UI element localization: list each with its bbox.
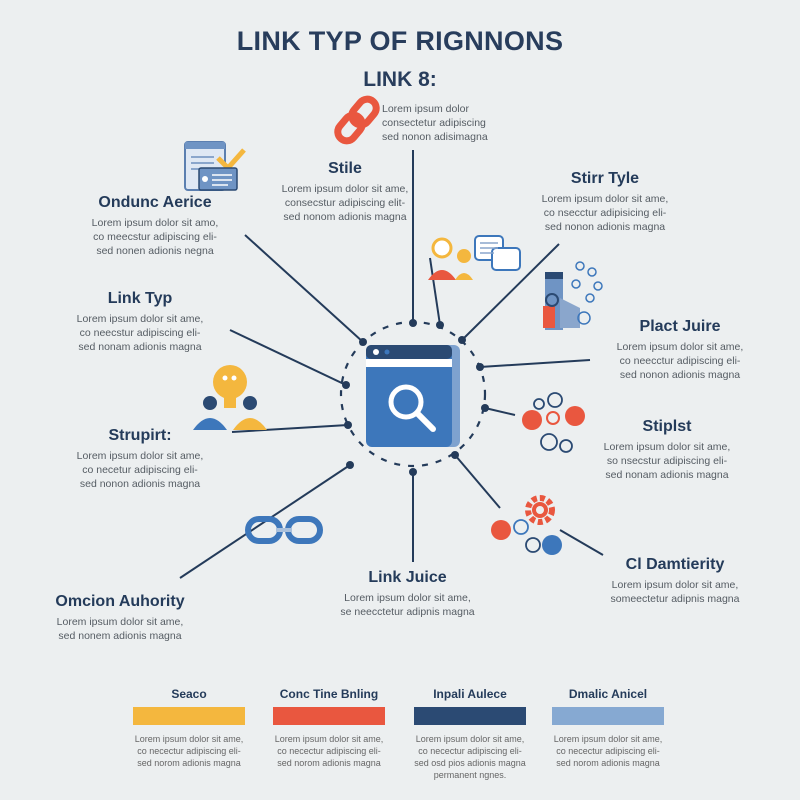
node-text: Lorem ipsum dolor sit ame, co nsecctur a… bbox=[541, 193, 669, 233]
node-link-typ: Link Typ Lorem ipsum dolor sit ame, co n… bbox=[55, 290, 225, 354]
legend-title: Conc Tine Bnling bbox=[279, 687, 379, 701]
molecule-icon bbox=[522, 392, 585, 453]
node-ondunc-aerice: Ondunc Aerice Lorem ipsum dolor sit amo,… bbox=[70, 194, 240, 258]
legend-item-inpali-aulece: Inpali Aulece Lorem ipsum dolor sit ame,… bbox=[414, 687, 526, 781]
legend-text: Lorem ipsum dolor sit ame, co necectur a… bbox=[553, 734, 663, 768]
legend-item-seaco: Seaco Lorem ipsum dolor sit ame, co nece… bbox=[133, 687, 245, 769]
legend-color-bar bbox=[552, 707, 664, 725]
document-check-icon bbox=[184, 141, 246, 191]
node-text: Lorem ipsum dolor sit ame, consecstur ad… bbox=[281, 183, 409, 223]
people-chat-icon bbox=[428, 235, 521, 280]
legend-color-bar bbox=[414, 707, 526, 725]
chain-link-blue-icon bbox=[245, 516, 323, 544]
legend-title: Inpali Aulece bbox=[433, 687, 507, 701]
node-text: Lorem ipsum dolor sit amo, co meecstur a… bbox=[91, 217, 219, 257]
node-top: Lorem ipsum dolor consectetur adipiscing… bbox=[382, 102, 502, 144]
node-title: Cl Damtierity bbox=[625, 556, 725, 573]
node-stir-tyle: Stirr Tyle Lorem ipsum dolor sit ame, co… bbox=[525, 170, 685, 234]
node-link-juice: Link Juice Lorem ipsum dolor sit ame, se… bbox=[330, 569, 485, 619]
idea-people-icon bbox=[193, 365, 267, 430]
page-subtitle: LINK 8: bbox=[363, 68, 437, 91]
legend-title: Dmalic Anicel bbox=[568, 687, 648, 701]
page-title: LINK TYP OF RIGNNONS bbox=[236, 26, 564, 56]
legend-text: Lorem ipsum dolor sit ame, co necectur a… bbox=[414, 734, 526, 780]
legend-item-conc-tine-bnling: Conc Tine Bnling Lorem ipsum dolor sit a… bbox=[273, 687, 385, 769]
node-text: Lorem ipsum dolor sit ame, someectetur a… bbox=[610, 579, 740, 605]
node-title: Strupirt: bbox=[108, 427, 172, 444]
node-stile: Stile Lorem ipsum dolor sit ame, consecs… bbox=[270, 160, 420, 224]
legend-text: Lorem ipsum dolor sit ame, co necectur a… bbox=[134, 734, 244, 768]
node-stiplst: Stiplst Lorem ipsum dolor sit ame, so ns… bbox=[582, 418, 752, 482]
legend-title: Seaco bbox=[171, 687, 207, 701]
node-text: Lorem ipsum dolor sit ame, so nsecstur a… bbox=[603, 441, 731, 481]
legend-color-bar bbox=[133, 707, 245, 725]
legend-item-dmalic-anicel: Dmalic Anicel Lorem ipsum dolor sit ame,… bbox=[552, 687, 664, 769]
node-title: Link Typ bbox=[107, 290, 173, 307]
node-cl-damtierity: Cl Damtierity Lorem ipsum dolor sit ame,… bbox=[600, 556, 750, 606]
node-text: Lorem ipsum dolor consectetur adipiscing… bbox=[382, 103, 488, 143]
node-title: Stile bbox=[328, 160, 362, 177]
node-text: Lorem ipsum dolor sit ame, co neecctur a… bbox=[616, 341, 744, 381]
node-title: Link Juice bbox=[368, 569, 447, 586]
browser-search-icon bbox=[366, 345, 460, 447]
node-text: Lorem ipsum dolor sit ame, co necetur ad… bbox=[76, 450, 204, 490]
node-omcion-auhority: Omcion Auhority Lorem ipsum dolor sit am… bbox=[40, 593, 200, 643]
node-title: Ondunc Aerice bbox=[98, 194, 212, 211]
node-plact-juire: Plact Juire Lorem ipsum dolor sit ame, c… bbox=[595, 318, 765, 382]
legend-color-bar bbox=[273, 707, 385, 725]
tools-network-icon bbox=[543, 261, 603, 330]
gear-nodes-icon bbox=[491, 495, 562, 555]
chain-link-icon bbox=[334, 95, 380, 145]
node-title: Stiplst bbox=[642, 418, 692, 435]
node-title: Omcion Auhority bbox=[55, 593, 185, 610]
node-title: Stirr Tyle bbox=[570, 170, 640, 187]
node-text: Lorem ipsum dolor sit ame, se neecctetur… bbox=[340, 592, 475, 618]
legend-text: Lorem ipsum dolor sit ame, co necectur a… bbox=[274, 734, 384, 768]
node-strupirt: Strupirt: Lorem ipsum dolor sit ame, co … bbox=[55, 427, 225, 491]
node-text: Lorem ipsum dolor sit ame, sed nonem adi… bbox=[56, 616, 184, 642]
node-text: Lorem ipsum dolor sit ame, co neecstur a… bbox=[76, 313, 204, 353]
node-title: Plact Juire bbox=[639, 318, 721, 335]
